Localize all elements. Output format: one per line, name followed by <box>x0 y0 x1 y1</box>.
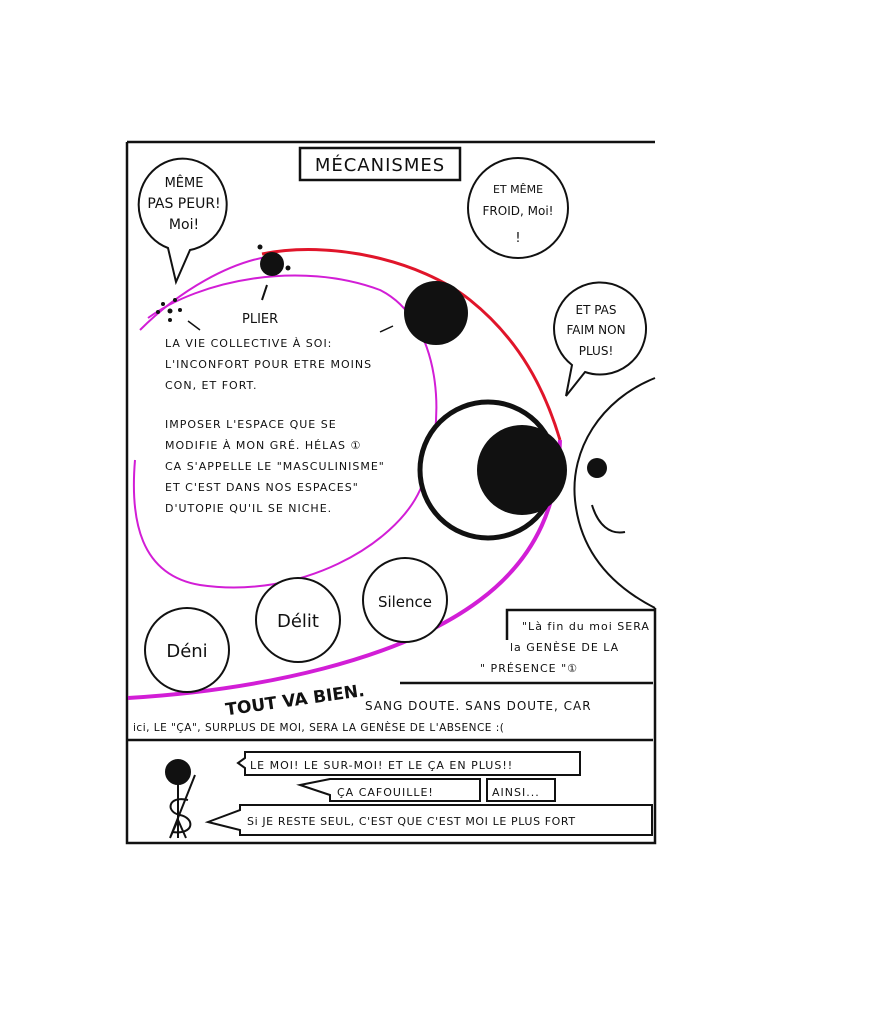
text-line: ET C'EST DANS NOS ESPACES" <box>165 481 359 494</box>
title-box <box>298 146 462 182</box>
text-line: CA S'APPELLE LE "MASCULINISME" <box>165 460 385 473</box>
text-line: "Là fin du moi SERA <box>522 620 650 633</box>
sans-doute-text: SANG DOUTE. SANS DOUTE, CAR ici, LE "ÇA"… <box>133 699 592 734</box>
bubble-text: ET MÊME <box>493 183 543 196</box>
magenta-curve-c <box>132 274 438 589</box>
strip-line: Si JE RESTE SEUL, C'EST QUE C'EST MOI LE… <box>247 815 576 828</box>
bubble-text: FROID, Moi! <box>483 204 554 218</box>
text-line: D'UTOPIE QU'IL SE NICHE. <box>165 502 332 515</box>
bubble-text: Moi! <box>169 217 199 233</box>
text-line: L'INCONFORT POUR ETRE MOINS <box>165 358 372 371</box>
bubble-text: ET PAS <box>575 303 616 317</box>
text-line: IMPOSER L'ESPACE QUE SE <box>165 418 337 431</box>
strip-line: AINSI... <box>492 786 540 799</box>
word-circle-deni: Déni <box>144 607 230 693</box>
text-line: " PRÉSENCE "① <box>480 662 578 675</box>
magenta-curve-outer <box>139 255 273 331</box>
text-line: ici, LE "ÇA", SURPLUS DE MOI, SERA LA GE… <box>133 721 504 734</box>
dots-cluster <box>156 244 468 345</box>
strip-text: LE MOI! LE SUR-MOI! ET LE ÇA EN PLUS!! Ç… <box>247 759 576 828</box>
word-circle-delit: Délit <box>255 577 341 663</box>
strip-line: LE MOI! LE SUR-MOI! ET LE ÇA EN PLUS!! <box>250 759 513 772</box>
text-line: la GENÈSE DE LA <box>510 641 619 654</box>
bubble-text: ! <box>515 231 520 246</box>
speech-bubble-left: MÊME PAS PEUR! Moi! <box>137 157 228 286</box>
label-plier: PLIER <box>242 312 278 327</box>
bubble-text: PAS PEUR! <box>147 196 220 212</box>
eye-pupil <box>477 425 567 515</box>
bubble-text: FAIM NON <box>566 323 625 337</box>
text-line: MODIFIE À MON GRÉ. HÉLAS ① <box>165 439 361 452</box>
circle-label: Déni <box>166 641 207 662</box>
curves <box>127 248 562 700</box>
face-eye <box>587 458 607 478</box>
main-text: LA VIE COLLECTIVE À SOI: L'INCONFORT POU… <box>165 337 385 515</box>
red-curve <box>261 248 562 441</box>
bubble-text: PLUS! <box>579 344 614 358</box>
magenta-curve-bottom <box>127 439 562 700</box>
speech-bubble-right: ET PAS FAIM NON PLUS! <box>553 281 647 397</box>
strip-line: ÇA CAFOUILLE! <box>337 786 434 799</box>
circle-label: Silence <box>378 593 432 611</box>
stick-figure <box>165 759 196 839</box>
text-line: CON, ET FORT. <box>165 379 257 392</box>
face <box>573 377 656 609</box>
speech-bubble-top-right: ET MÊME FROID, Moi! ! <box>467 157 569 259</box>
page-title: MÉCANISMES <box>315 154 445 176</box>
quote-box: "Là fin du moi SERA la GENÈSE DE LA " PR… <box>480 620 650 675</box>
panel-frame <box>125 140 657 845</box>
circle-label: Délit <box>277 611 319 632</box>
text-line: SANG DOUTE. SANS DOUTE, CAR <box>365 699 592 713</box>
text-line: LA VIE COLLECTIVE À SOI: <box>165 337 332 350</box>
strip-bubbles <box>204 751 653 836</box>
word-circle-silence: Silence <box>362 557 448 643</box>
bubble-text: MÊME <box>165 175 204 191</box>
